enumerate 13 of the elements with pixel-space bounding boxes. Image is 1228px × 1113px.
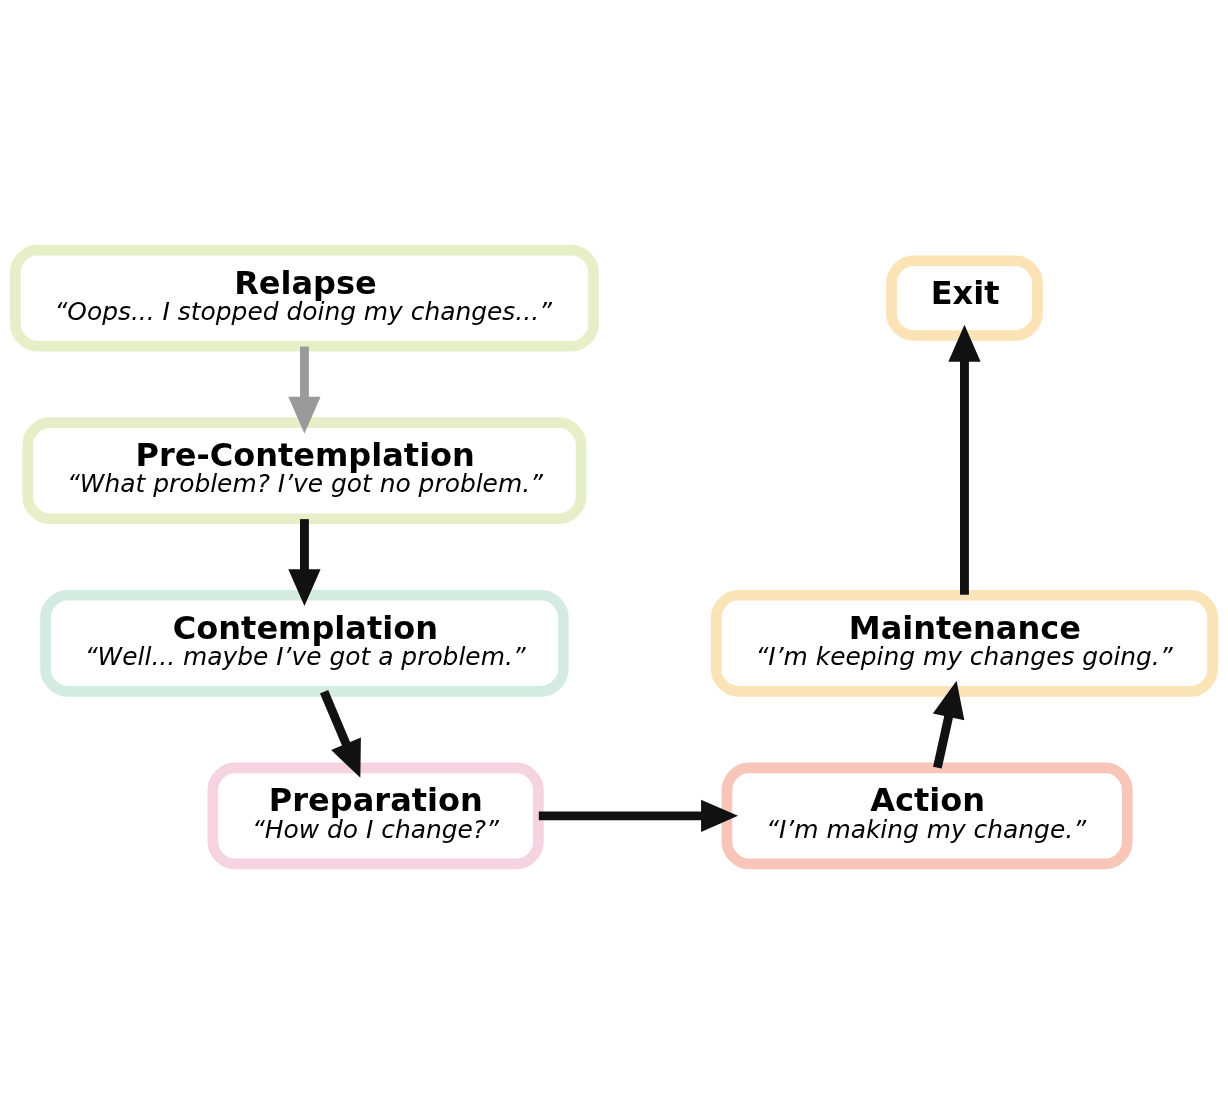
node-box: Action “I’m making my change.” [721,762,1133,869]
arrow [538,799,738,832]
node-box: Preparation “How do I change?” [207,762,544,869]
arrow [948,324,981,595]
node-box: Exit [886,254,1043,341]
arrow [932,680,965,769]
node-box: Maintenance “I’m keeping my changes going.” [710,589,1218,697]
arrow [320,689,361,778]
node-box: Relapse “Oops... I stopped doing my changes...” [10,244,599,351]
node-box: Pre-Contemplation “What problem? I’ve got no problem.” [22,416,587,524]
arrow [288,346,321,434]
node-box: Contemplation “Well... maybe I’ve got a problem.” [40,589,569,697]
arrow [288,518,321,606]
